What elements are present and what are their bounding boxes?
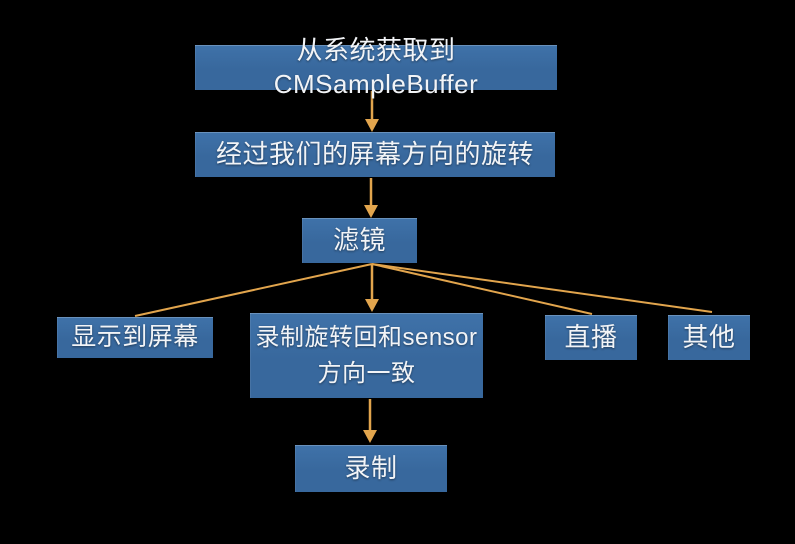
- node-live-stream-label: 直播: [564, 321, 618, 352]
- node-display-to-screen: 显示到屏幕: [57, 317, 213, 358]
- arrowhead-rotate-filter: [364, 205, 378, 218]
- node-filter: 滤镜: [302, 218, 417, 263]
- node-source: 从系统获取到CMSampleBuffer: [195, 35, 557, 99]
- node-other-label: 其他: [682, 321, 736, 352]
- node-source-label: 从系统获取到CMSampleBuffer: [273, 34, 479, 99]
- node-display-to-screen-label: 显示到屏幕: [71, 323, 199, 352]
- edge-filter-live: [371, 263, 593, 315]
- arrowhead-source-rotate: [365, 119, 379, 132]
- node-screen-rotation-label: 经过我们的屏幕方向的旋转: [215, 138, 534, 169]
- edge-filter-display: [134, 263, 373, 317]
- node-other: 其他: [668, 315, 750, 360]
- edge-filter-other: [371, 263, 713, 313]
- node-record: 录制: [295, 445, 447, 492]
- node-screen-rotation: 经过我们的屏幕方向的旋转: [195, 132, 555, 177]
- node-record-rotate-line1: 录制旋转回和sensor: [255, 323, 478, 351]
- arrowhead-record-rotate-record: [363, 430, 377, 443]
- arrowhead-filter-record-rotate: [365, 299, 379, 312]
- node-record-rotate-line2: 方向一致: [317, 359, 416, 387]
- node-live-stream: 直播: [545, 315, 637, 360]
- node-filter-label: 滤镜: [332, 224, 386, 255]
- node-record-label: 录制: [344, 452, 398, 483]
- node-record-rotate-to-sensor: 录制旋转回和sensor 方向一致: [250, 313, 483, 398]
